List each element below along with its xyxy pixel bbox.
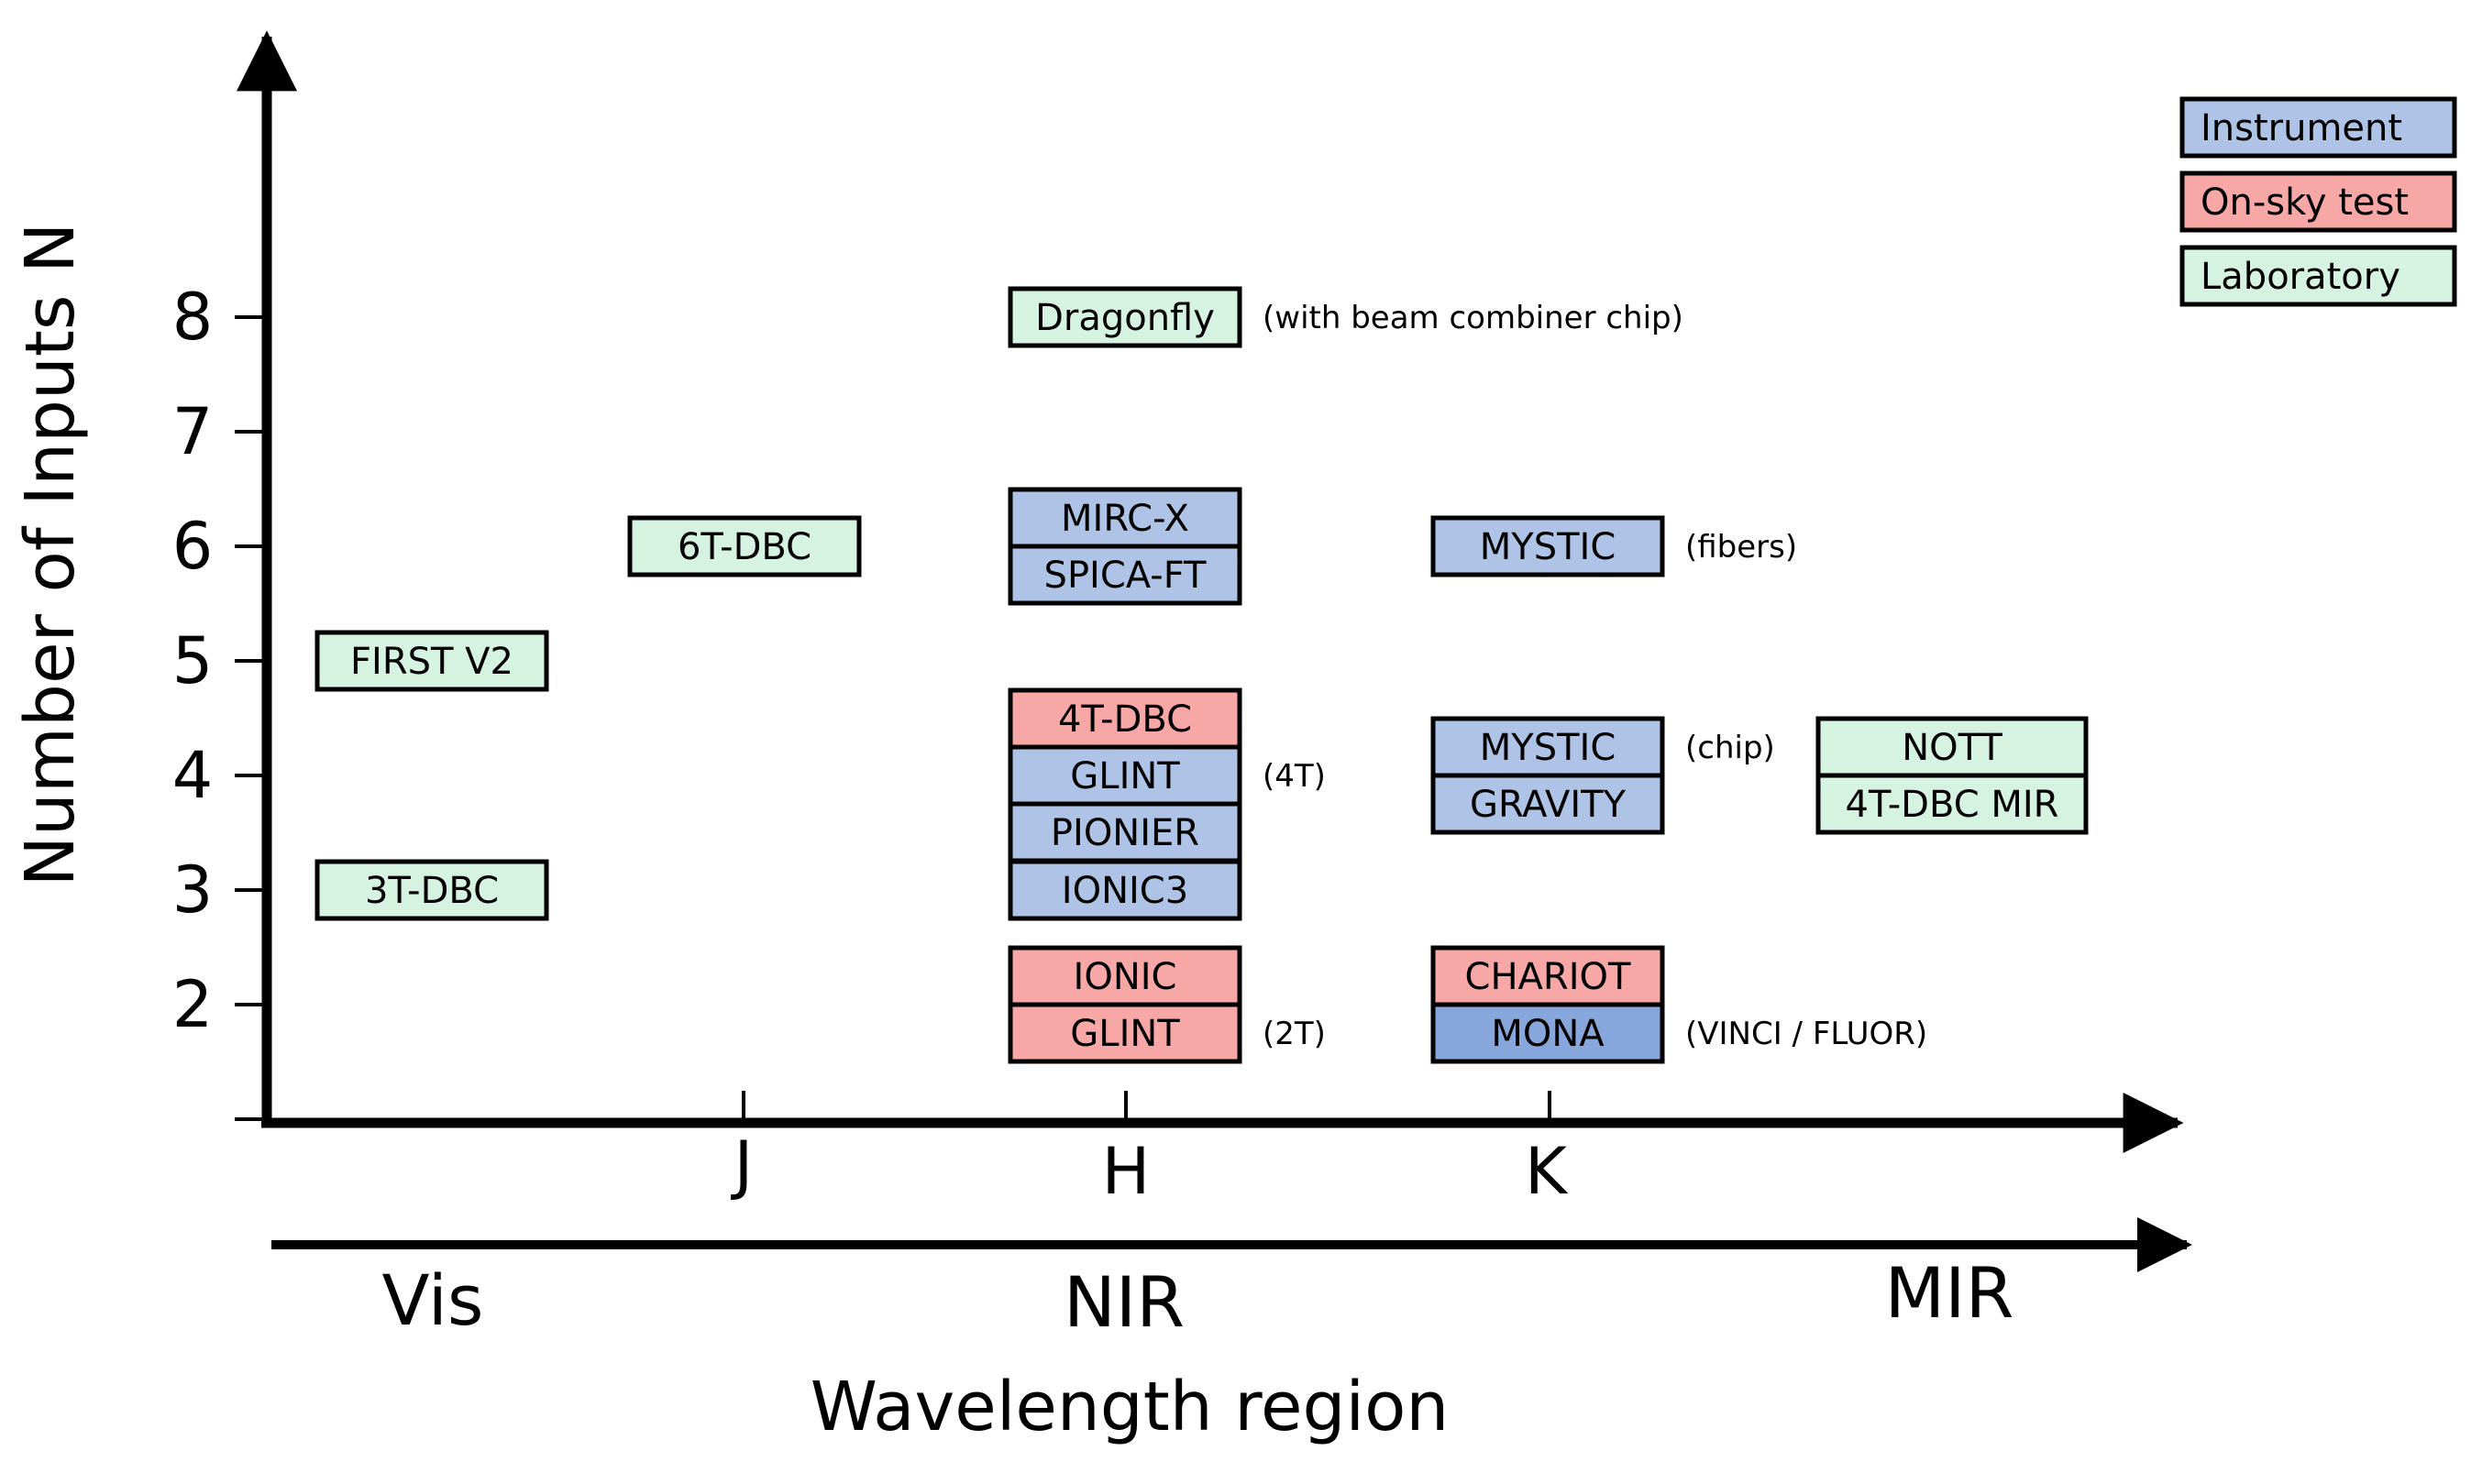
legend-swatch	[2179, 96, 2457, 159]
entry-box	[1430, 1002, 1665, 1064]
y-tick-label-5: 5	[172, 623, 214, 698]
entry-label: IONIC3	[1062, 870, 1188, 912]
entry-label: GLINT	[1070, 755, 1180, 797]
entry-6t-dbc: 6T-DBC	[627, 515, 862, 577]
band-label-h: H	[1102, 1134, 1151, 1209]
entry-label: FIRST V2	[350, 641, 513, 683]
entry-box	[1008, 859, 1242, 921]
region-label-mir: MIR	[1885, 1252, 2014, 1334]
entry-ionic3: IONIC3	[1008, 859, 1242, 921]
legend-item-onsky: On-sky test	[2179, 170, 2457, 233]
legend-swatch	[2179, 245, 2457, 307]
entry-label: 6T-DBC	[678, 526, 811, 568]
entry-ionic: IONIC	[1008, 945, 1242, 1007]
entry-mystic: MYSTIC (chip)	[1430, 716, 1775, 778]
entry-label: 3T-DBC	[365, 870, 499, 912]
entry-dragonfly: Dragonfly (with beam combiner chip)	[1008, 286, 1683, 348]
entry-box	[1008, 687, 1242, 750]
legend-item-lab: Laboratory	[2179, 245, 2457, 307]
legend-label: Instrument	[2201, 107, 2402, 149]
y-ticks: 2 3 4 5 6 7 8	[172, 280, 262, 1121]
band-label-k: K	[1525, 1134, 1569, 1209]
legend-label: On-sky test	[2201, 181, 2409, 224]
entry-box	[1008, 801, 1242, 863]
y-tick-label-2: 2	[172, 967, 214, 1042]
entry-label: GLINT	[1070, 1013, 1180, 1055]
entry-first-v2: FIRST V2	[314, 630, 549, 692]
x-axis-title: Wavelength region	[811, 1368, 1450, 1446]
entry-note: (chip)	[1685, 730, 1775, 766]
entry-box	[314, 630, 549, 692]
entry-box	[627, 515, 862, 577]
entry-note: (4T)	[1263, 758, 1326, 795]
entry-label: MYSTIC	[1480, 526, 1616, 568]
entry-label: PIONIER	[1051, 812, 1199, 854]
entry-glint: GLINT (2T)	[1008, 1002, 1326, 1064]
entry-glint: GLINT (4T)	[1008, 744, 1326, 807]
legend-item-instrument: Instrument	[2179, 96, 2457, 159]
entry-box	[314, 859, 549, 921]
y-tick-label-4: 4	[172, 738, 214, 813]
entry-box	[1008, 744, 1242, 807]
y-axis-title: Number of Inputs N	[11, 223, 90, 887]
entry-mystic: MYSTIC (fibers)	[1430, 515, 1797, 577]
entry-label: MYSTIC	[1480, 727, 1616, 769]
entry-box	[1815, 773, 2089, 835]
entry-note: (VINCI / FLUOR)	[1685, 1016, 1927, 1052]
entry-chariot: CHARIOT	[1430, 945, 1665, 1007]
entry-box	[1008, 945, 1242, 1007]
entry-gravity: GRAVITY	[1430, 773, 1665, 835]
y-tick-label-8: 8	[172, 280, 214, 355]
band-label-j: J	[731, 1127, 754, 1203]
entry-box	[1008, 487, 1242, 549]
region-label-vis: Vis	[381, 1259, 483, 1341]
entry-box	[1430, 773, 1665, 835]
entry-label: SPICA-FT	[1044, 555, 1207, 597]
y-tick-label-7: 7	[172, 394, 214, 469]
entry-box	[1430, 515, 1665, 577]
entry-label: MONA	[1491, 1013, 1605, 1055]
entry-box	[1008, 286, 1242, 348]
entry-nott: NOTT	[1815, 716, 2089, 778]
entry-4t-dbc-mir: 4T-DBC MIR	[1815, 773, 2089, 835]
entry-mona: MONA (VINCI / FLUOR)	[1430, 1002, 1927, 1064]
y-tick-label-6: 6	[172, 509, 214, 584]
entry-label: Dragonfly	[1035, 297, 1215, 339]
entry-label: NOTT	[1902, 727, 2002, 769]
y-tick-label-3: 3	[172, 852, 214, 928]
legend-label: Laboratory	[2201, 256, 2400, 298]
entries: FIRST V2 3T-DBC 6T-DBC Dragonfly (with beam …	[314, 286, 2089, 1064]
region-label-nir: NIR	[1064, 1261, 1185, 1343]
entry-label: 4T-DBC	[1058, 698, 1192, 741]
entry-label: 4T-DBC MIR	[1846, 784, 2059, 826]
entry-note: (with beam combiner chip)	[1263, 300, 1683, 336]
entry-label: IONIC	[1074, 956, 1177, 998]
entry-label: CHARIOT	[1465, 956, 1631, 998]
entry-box	[1008, 1002, 1242, 1064]
entry-spica-ft: SPICA-FT	[1008, 544, 1242, 606]
legend-swatch	[2179, 170, 2457, 233]
entry-note: (fibers)	[1685, 529, 1797, 566]
entry-label: GRAVITY	[1470, 784, 1627, 826]
entry-4t-dbc: 4T-DBC	[1008, 687, 1242, 750]
entry-3t-dbc: 3T-DBC	[314, 859, 549, 921]
entry-note: (2T)	[1263, 1016, 1326, 1052]
entry-box	[1008, 544, 1242, 606]
entry-label: MIRC-X	[1061, 498, 1189, 540]
entry-mirc-x: MIRC-X	[1008, 487, 1242, 549]
entry-pionier: PIONIER	[1008, 801, 1242, 863]
